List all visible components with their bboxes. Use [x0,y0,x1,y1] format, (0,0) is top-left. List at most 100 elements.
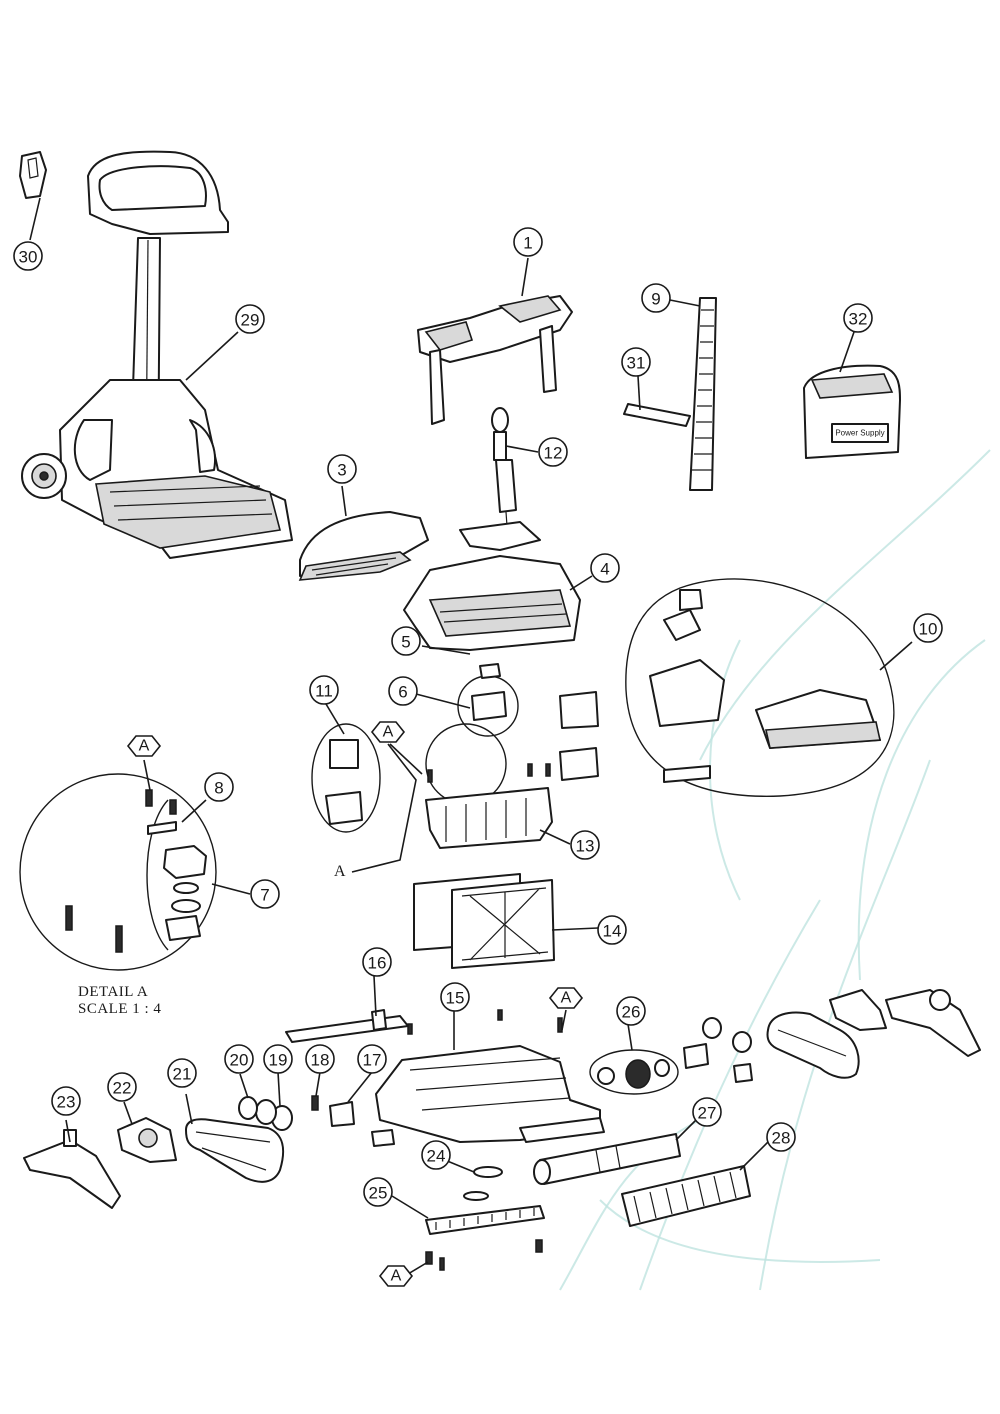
callout-9: 9 [641,283,671,313]
svg-text:24: 24 [427,1147,446,1166]
svg-text:10: 10 [919,620,938,639]
svg-text:14: 14 [603,922,622,941]
svg-text:28: 28 [772,1129,791,1148]
part-21-track [185,1118,285,1183]
detail-a-view [19,773,217,971]
callout-7: 7 [250,879,280,909]
part-4-top-cover [403,521,581,651]
svg-text:20: 20 [230,1051,249,1070]
callout-21: 21 [167,1058,197,1088]
marker-a-motor: A [370,721,406,743]
callout-18: 18 [305,1044,335,1074]
part-14-filters [413,873,555,969]
loose-screws [407,763,563,1271]
right-drive-parts [702,989,981,1079]
part-30-clip [19,151,47,199]
svg-text:25: 25 [369,1184,388,1203]
svg-text:9: 9 [651,290,660,309]
callout-5: 5 [391,626,421,656]
callout-10: 10 [913,613,943,643]
callout-12: 12 [538,437,568,467]
svg-text:32: 32 [849,310,868,329]
part-12-cable-swivel [491,407,517,541]
callout-11: 11 [309,675,339,705]
svg-text:4: 4 [600,560,609,579]
svg-text:17: 17 [363,1051,382,1070]
callout-15: 15 [440,982,470,1012]
callout-1: 1 [513,227,543,257]
part-26-pulley-group [589,1043,753,1095]
detail-a-caption: DETAIL A SCALE 1 : 4 [78,984,161,1018]
callout-17: 17 [357,1044,387,1074]
part-3-handle-cover [298,511,429,581]
callout-32: 32 [843,303,873,333]
part-32-power-supply: Power Supply [803,364,901,459]
part-1-handle [417,295,573,425]
svg-text:11: 11 [315,682,333,701]
svg-text:21: 21 [173,1065,192,1084]
part-15-chassis [371,1045,605,1147]
part-31-bracket [623,403,691,427]
callout-14: 14 [597,915,627,945]
part-24-plate [463,1166,503,1201]
callout-28: 28 [766,1122,796,1152]
part-23-side-handle [23,1129,121,1209]
part-10-detail-bubble [625,578,895,797]
callout-26: 26 [616,996,646,1026]
svg-text:A: A [383,724,394,741]
callout-20: 20 [224,1044,254,1074]
svg-text:1: 1 [523,234,532,253]
part-9-cable [689,297,717,491]
marker-a-detail: A [126,735,162,757]
detail-a-title: DETAIL A [78,984,149,1000]
part-16-rail [285,1009,409,1043]
callout-29: 29 [235,304,265,334]
svg-text:A: A [391,1268,402,1285]
callout-30: 30 [13,241,43,271]
part-25-brush-bar [425,1205,545,1265]
callout-23: 23 [51,1086,81,1116]
marker-a-chassis: A [548,987,584,1009]
callout-19: 19 [263,1044,293,1074]
callout-13: 13 [570,830,600,860]
svg-text:3: 3 [337,461,346,480]
svg-text:7: 7 [260,886,269,905]
svg-text:22: 22 [113,1079,132,1098]
callout-8: 8 [204,772,234,802]
callout-16: 16 [362,947,392,977]
svg-text:19: 19 [269,1051,288,1070]
leader-lines [29,197,913,1275]
svg-text:8: 8 [214,779,223,798]
svg-text:A: A [139,738,150,755]
part-13-motor-unit [425,723,553,849]
svg-text:26: 26 [622,1003,641,1022]
parts-17-20-small [238,1095,355,1131]
callout-6: 6 [388,676,418,706]
part-27-roller [533,1133,681,1185]
callout-31: 31 [621,347,651,377]
svg-text:30: 30 [19,248,38,267]
callout-3: 3 [327,454,357,484]
part-11-clips [311,723,381,833]
callout-4: 4 [590,553,620,583]
marker-a-bottom: A [378,1265,414,1287]
svg-text:27: 27 [698,1104,717,1123]
svg-text:23: 23 [57,1093,76,1112]
svg-text:5: 5 [401,633,410,652]
part-6-motor-hub [457,663,519,737]
svg-text:31: 31 [627,354,646,373]
callout-24: 24 [421,1140,451,1170]
callout-22: 22 [107,1072,137,1102]
callout-27: 27 [692,1097,722,1127]
svg-text:12: 12 [544,444,563,463]
svg-text:16: 16 [368,954,387,973]
part-29-caddy [21,150,293,559]
part-22-side-cover [117,1117,177,1163]
svg-text:6: 6 [398,683,407,702]
svg-text:15: 15 [446,989,465,1008]
svg-text:13: 13 [576,837,595,856]
svg-text:18: 18 [311,1051,330,1070]
detail-a-scale: SCALE 1 : 4 [78,1001,162,1017]
